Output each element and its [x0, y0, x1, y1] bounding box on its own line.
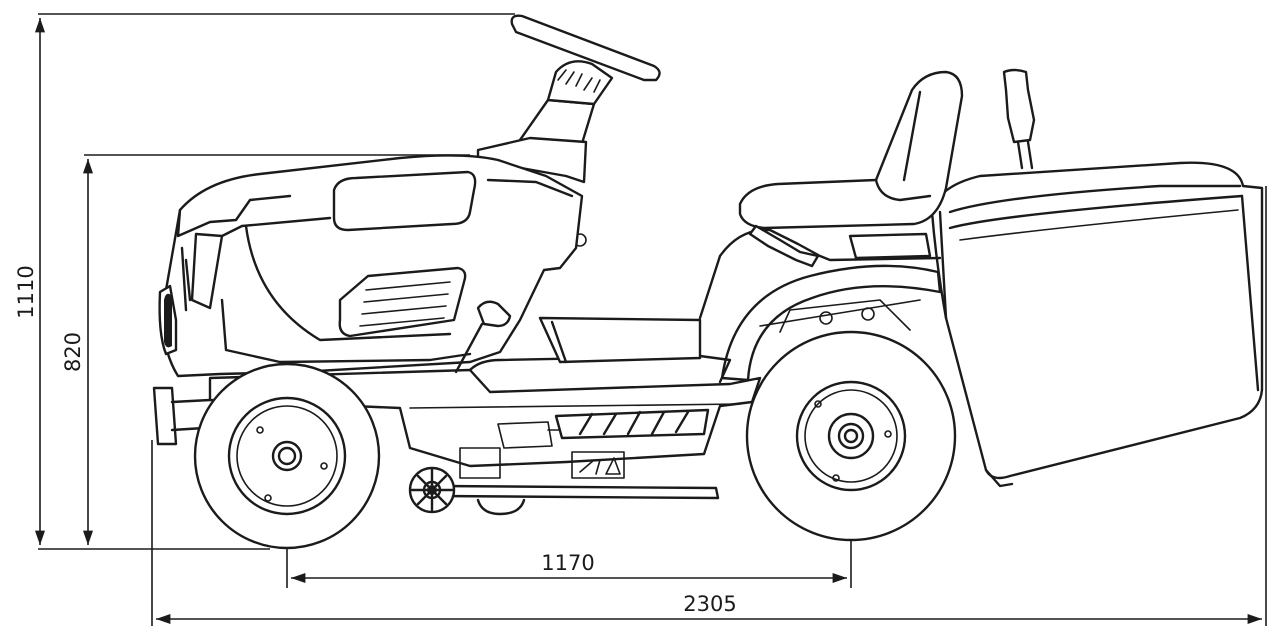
steering-wheel	[510, 14, 661, 82]
grass-collector	[930, 161, 1264, 488]
front-wheel	[193, 362, 381, 550]
seat	[738, 70, 964, 268]
deck-wheels	[408, 466, 526, 516]
rear-fender	[720, 264, 942, 382]
dimension-label-2305: 2305	[683, 592, 736, 616]
dimension-overall-length: 2305	[151, 186, 1267, 626]
dimension-overall-height: 1110	[14, 13, 515, 550]
dimension-seat-height: 820	[61, 154, 470, 545]
side-vents	[338, 266, 467, 338]
dimension-label-1170: 1170	[541, 551, 594, 575]
footwell	[538, 228, 942, 364]
front-grille	[158, 246, 192, 356]
front-bumper	[152, 386, 212, 446]
cutting-deck-vents	[554, 408, 710, 440]
height-adjust-lever	[1002, 68, 1036, 170]
dimension-label-1110: 1110	[14, 265, 38, 318]
steering-column	[518, 60, 614, 152]
gear-lever	[454, 300, 512, 374]
rear-wheel	[745, 330, 957, 542]
hood	[160, 154, 584, 378]
dimension-label-820: 820	[61, 332, 85, 372]
